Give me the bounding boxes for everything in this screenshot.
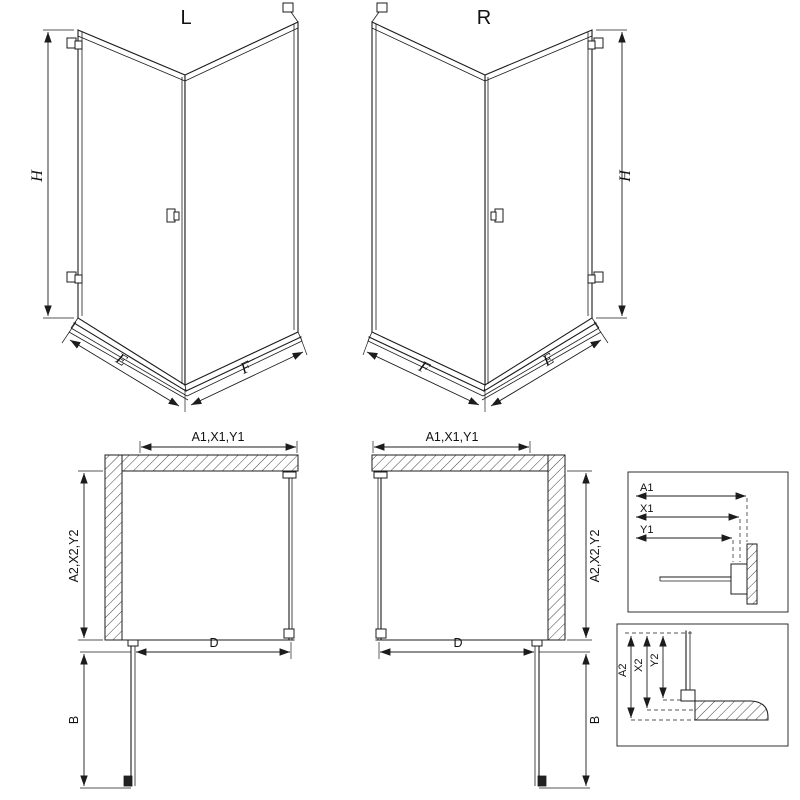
glass-clamp	[680, 689, 696, 702]
fixed-glass-plan-left	[282, 471, 297, 641]
detail-label-a1: A1	[640, 482, 653, 494]
wall-profile-section-top	[659, 543, 758, 605]
wall-hatch	[746, 543, 758, 605]
profile-channel	[730, 563, 748, 595]
iso-view-left: L	[29, 2, 308, 412]
dim-label-a1x1y1: A1,X1,Y1	[192, 430, 245, 444]
detail-a2-x2-y2: A2 X2 Y2	[616, 623, 789, 747]
door-handle-icon	[537, 775, 547, 787]
dim-depth-plan-left: A2,X2,Y2	[67, 470, 103, 641]
door-handle-left	[166, 208, 180, 223]
dim-label-f: F	[415, 358, 432, 378]
variant-label-right: R	[477, 7, 491, 29]
tray-profile-section	[680, 630, 769, 721]
dim-door-plan-left: B	[67, 651, 131, 789]
detail-frame	[627, 471, 789, 613]
dim-label-a1x1y1: A1,X1,Y1	[426, 430, 479, 444]
dim-width-plan-left: A1,X1,Y1	[139, 430, 298, 453]
door-pivot-icon	[127, 639, 139, 647]
dim-label-f: F	[237, 358, 254, 378]
dim-label-b: B	[588, 716, 602, 724]
back-wall-section	[121, 454, 299, 472]
dim-label-h: H	[617, 169, 634, 183]
detail-label-y2: Y2	[649, 654, 661, 667]
side-wall-section	[547, 454, 566, 641]
iso-view-right: R	[362, 2, 634, 412]
detail-label-x1: X1	[640, 503, 653, 515]
dim-label-a2x2y2: A2,X2,Y2	[588, 530, 602, 583]
dim-depth-plan-right: A2,X2,Y2	[567, 470, 602, 641]
back-wall-section	[371, 454, 549, 472]
plan-view-left: A1,X1,Y1 A2,X2,Y2 D B	[67, 430, 299, 789]
dim-label-b: B	[67, 716, 81, 724]
detail-frame	[616, 623, 789, 747]
dim-width-plan-right: A1,X1,Y1	[372, 430, 531, 453]
dim-height-right: H	[596, 29, 634, 319]
dim-opening-plan-right: D	[378, 636, 534, 659]
walls-left	[104, 454, 299, 641]
wall-bracket-left	[282, 2, 299, 23]
detail-label-a2: A2	[617, 664, 629, 677]
open-door-plan-right	[531, 639, 547, 787]
door-handle-right	[490, 208, 504, 223]
dim-label-a2x2y2: A2,X2,Y2	[67, 530, 81, 583]
tray-hatch	[694, 700, 769, 721]
wall-profile-icon	[373, 471, 388, 479]
dim-door-plan-right: B	[539, 651, 602, 789]
door-handle-icon	[123, 775, 133, 787]
panel-foot-icon	[375, 628, 387, 639]
dim-label-d: D	[453, 636, 462, 650]
dim-opening-plan-left: D	[136, 636, 292, 659]
dim-label-h: H	[29, 169, 46, 183]
door-pivot-icon	[531, 639, 543, 647]
panel-foot-icon	[283, 628, 295, 639]
side-wall-section	[104, 454, 123, 641]
dim-label-d: D	[209, 636, 218, 650]
glass-panels-right	[371, 21, 593, 386]
detail-label-x2: X2	[633, 659, 645, 672]
wall-bracket-right	[371, 2, 388, 23]
variant-label-left: L	[180, 7, 191, 29]
glass-panels-left	[77, 21, 299, 386]
door-hinges-right	[587, 37, 604, 284]
dim-height-left: H	[29, 29, 74, 319]
fixed-glass-plan-right	[373, 471, 388, 641]
detail-a1-x1-y1: A1 X1 Y1	[627, 471, 789, 613]
wall-profile-icon	[282, 471, 297, 479]
walls-right	[371, 454, 566, 641]
plan-view-right: A1,X1,Y1 A2,X2,Y2 D B	[371, 430, 602, 789]
open-door-plan-left	[123, 639, 139, 787]
detail-label-y1: Y1	[640, 524, 653, 536]
door-hinges-left	[66, 37, 83, 284]
